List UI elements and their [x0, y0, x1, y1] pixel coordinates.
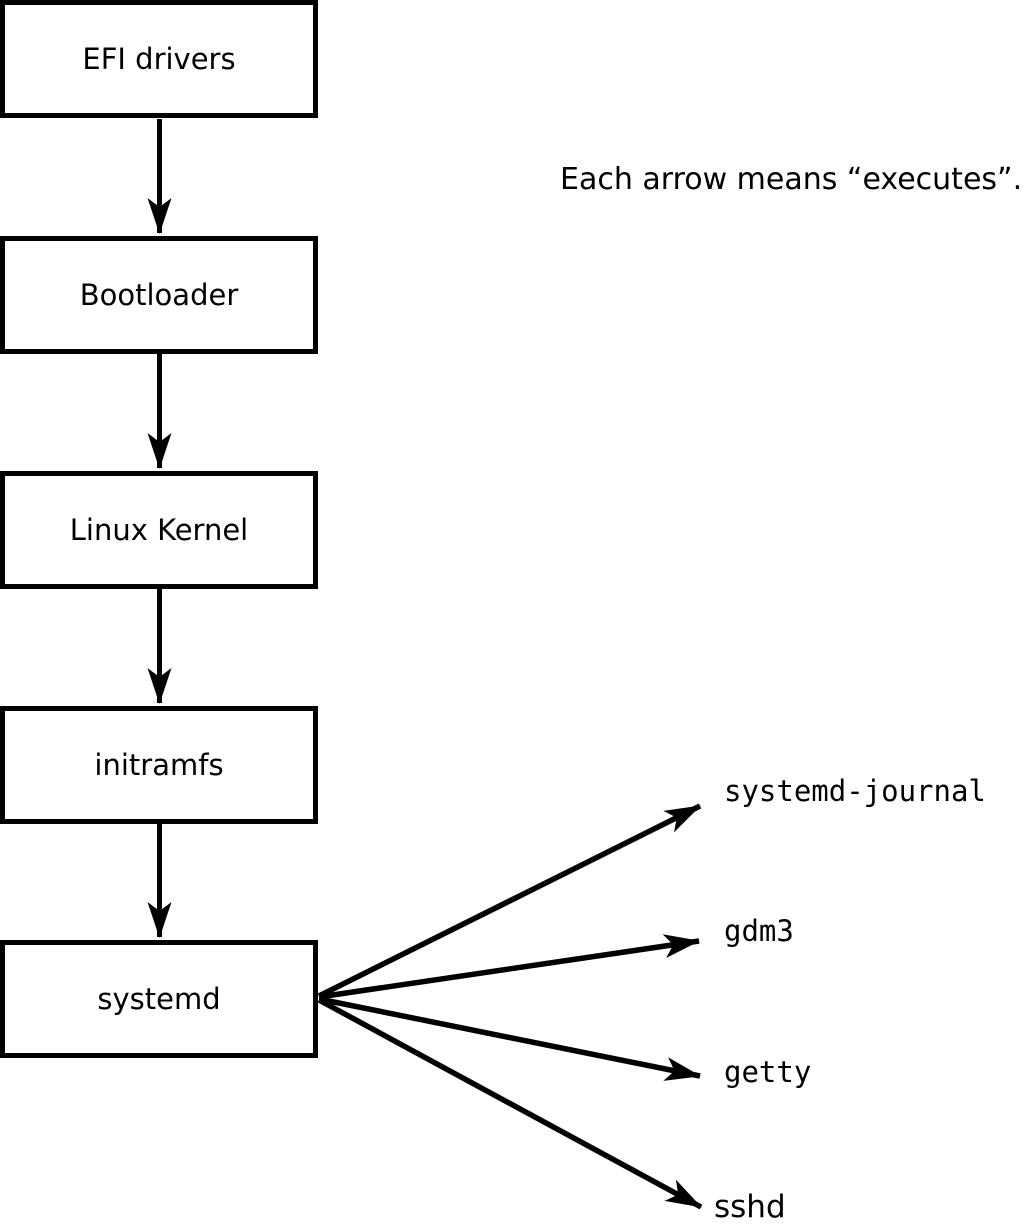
arrow-meaning-annotation: Each arrow means “executes”. [560, 162, 1023, 197]
node-systemd-label: systemd [97, 981, 221, 1016]
node-efi-drivers-label: EFI drivers [82, 41, 236, 76]
node-efi-drivers: EFI drivers [0, 0, 318, 118]
node-bootloader-label: Bootloader [79, 277, 239, 312]
process-label-sshd: sshd [714, 1189, 786, 1225]
node-linux-kernel: Linux Kernel [0, 471, 318, 589]
edge-systemd-to-gdm3 [318, 934, 700, 1000]
node-bootloader: Bootloader [0, 236, 318, 354]
node-initramfs: initramfs [0, 706, 318, 824]
edge-systemd-to-sshd [317, 997, 703, 1210]
process-label-getty: getty [724, 1055, 812, 1089]
edge-systemd-to-systemd-journal [317, 803, 702, 999]
node-initramfs-label: initramfs [94, 747, 224, 782]
process-label-gdm3: gdm3 [724, 914, 794, 948]
node-linux-kernel-label: Linux Kernel [69, 512, 249, 547]
edge-systemd-to-getty [318, 996, 701, 1081]
process-label-systemd-journal: systemd-journal [724, 774, 986, 808]
node-systemd: systemd [0, 940, 318, 1058]
